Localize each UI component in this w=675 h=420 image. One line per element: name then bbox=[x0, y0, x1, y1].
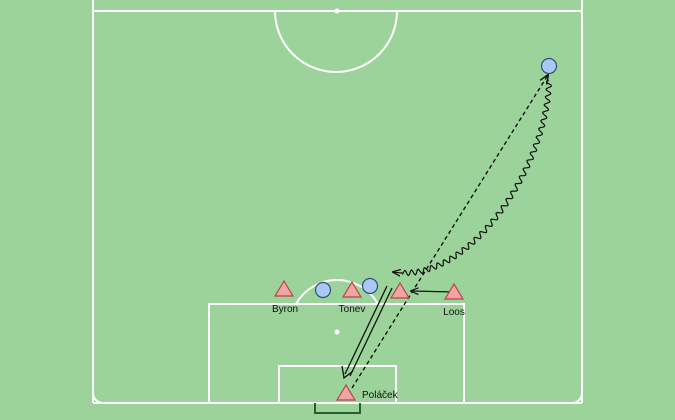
pass-arrow-long bbox=[351, 75, 548, 389]
player-loos-label: Loos bbox=[443, 307, 465, 318]
corner-arc-left bbox=[92, 392, 104, 404]
player-tonev-label: Tonev bbox=[339, 304, 366, 315]
corner-arc-right bbox=[571, 392, 583, 404]
goal-area bbox=[278, 365, 397, 404]
penalty-spot bbox=[334, 329, 340, 335]
player-byron-label: Byron bbox=[272, 304, 298, 315]
player-loos-marker bbox=[443, 282, 465, 300]
goal bbox=[314, 403, 361, 414]
player-polacek-label: Poláček bbox=[362, 390, 399, 401]
defender-left bbox=[314, 281, 332, 299]
dribble-arrow bbox=[393, 79, 552, 276]
defender-far bbox=[540, 57, 558, 75]
centre-spot bbox=[334, 8, 340, 14]
player-polacek-marker bbox=[335, 383, 357, 401]
player-tonev-marker bbox=[341, 280, 363, 298]
pass-arrow-short bbox=[411, 291, 456, 292]
run-arrow-double bbox=[341, 285, 393, 380]
defender-centre bbox=[361, 277, 379, 295]
player-runner-marker bbox=[389, 281, 411, 299]
player-byron-marker bbox=[273, 279, 295, 297]
centre-circle bbox=[274, 10, 398, 73]
